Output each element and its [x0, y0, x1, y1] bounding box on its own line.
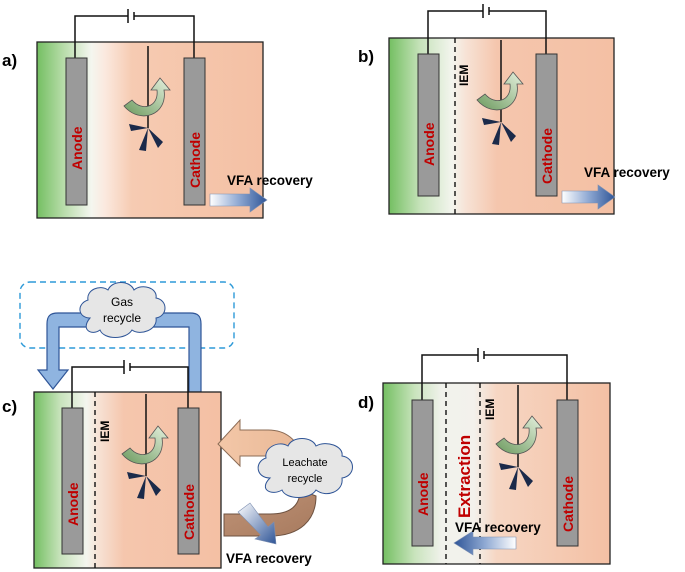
panel-b-cathode-label: Cathode — [539, 128, 555, 184]
panel-c-iem-label: IEM — [98, 421, 112, 442]
panel-c-gas-recycle-arrow-icon — [36, 312, 202, 393]
panel-c-gas-cloud: Gas recycle — [79, 282, 166, 338]
panel-d-anode-label: Anode — [415, 472, 431, 516]
panel-c-circuit — [71, 360, 189, 408]
panel-c-anode-electrode — [61, 407, 84, 555]
panel-d-mixing-arrow-icon — [495, 415, 543, 455]
panel-d-letter: d) — [358, 393, 374, 412]
leachate-cloud-line-1: Leachate — [282, 457, 327, 469]
panel-b-anode-label: Anode — [421, 122, 437, 166]
leachate-cloud-line-2: recycle — [288, 473, 323, 485]
panel-c-cathode-label: Cathode — [181, 484, 197, 540]
panel-d-anode-electrode — [411, 399, 434, 547]
panel-a-circuit — [74, 9, 195, 58]
panel-b-iem-label: IEM — [457, 65, 471, 86]
panel-d-cathode-electrode — [556, 399, 579, 547]
panel-c-letter: c) — [2, 397, 17, 416]
panel-c: c) Gas recycle IEM Anode Cathode — [2, 281, 353, 569]
panel-b-letter: b) — [358, 47, 374, 66]
panel-c-vfa-arrow-icon — [237, 502, 277, 545]
panel-a-vfa-arrow-icon — [209, 187, 268, 213]
panel-c-cathode-electrode — [177, 407, 200, 555]
panel-b-vfa-arrow-icon — [561, 184, 616, 210]
panel-a: a) Anode Cathode VFA recovery — [2, 9, 313, 219]
panel-d-vfa-arrow-icon — [453, 530, 517, 556]
panel-c-leachate-out-arrow-icon — [223, 489, 317, 537]
panel-a-mixing-arrow-icon — [123, 77, 171, 117]
panel-b-cathode-electrode — [535, 53, 558, 197]
panel-c-leachate-cloud: Leachate recycle — [257, 438, 353, 498]
panel-d: d) IEM Extraction Anode Cathode VFA reco… — [358, 348, 611, 565]
panel-a-anode-label: Anode — [69, 126, 85, 170]
panel-a-stirrer-icon — [129, 46, 163, 151]
panel-c-anode-label: Anode — [65, 482, 81, 526]
panel-b-circuit — [427, 4, 547, 54]
gas-cloud-line-2: recycle — [103, 311, 141, 325]
gas-cloud-line-1: Gas — [111, 295, 133, 309]
panel-c-stirrer-icon — [127, 394, 161, 499]
panel-d-vfa-label: VFA recovery — [455, 520, 541, 535]
panel-a-cathode-electrode — [183, 57, 206, 206]
panel-a-cathode-label: Cathode — [187, 132, 203, 188]
panel-d-iem-label: IEM — [483, 399, 497, 420]
panel-c-vfa-label: VFA recovery — [226, 551, 312, 566]
panel-c-mixing-arrow-icon — [121, 425, 169, 465]
panel-b-mixing-arrow-icon — [476, 71, 524, 111]
panel-b-anode-electrode — [417, 53, 440, 197]
panel-d-extraction-label: Extraction — [455, 435, 474, 518]
panel-b: b) IEM Anode Cathode VFA recovery — [358, 4, 670, 215]
panel-d-circuit — [421, 348, 568, 400]
panel-a-letter: a) — [2, 51, 17, 70]
panel-c-gas-loop-box — [19, 281, 235, 349]
panel-a-vfa-label: VFA recovery — [227, 173, 313, 188]
panel-b-vfa-label: VFA recovery — [584, 165, 670, 180]
panel-a-anode-electrode — [65, 57, 88, 206]
panel-d-cathode-label: Cathode — [560, 476, 576, 532]
